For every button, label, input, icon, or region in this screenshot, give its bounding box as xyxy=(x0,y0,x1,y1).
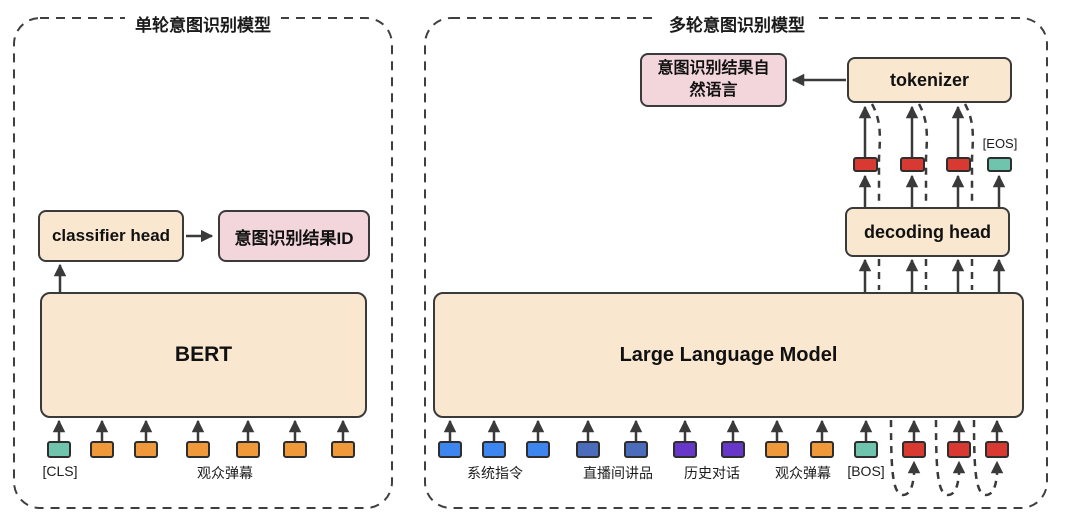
right-panel-title: 多轮意图识别模型 xyxy=(659,11,815,36)
intent-result-nl-line1: 意图识别结果自 xyxy=(657,60,770,78)
intent-result-id-box: 意图识别结果ID xyxy=(218,210,370,262)
token-blue xyxy=(438,441,462,458)
live-talk-label: 直播间讲品 xyxy=(583,465,653,481)
token-orange xyxy=(283,441,307,458)
system-prompt-label: 系统指令 xyxy=(467,465,523,481)
dashed-feedback-path xyxy=(963,103,975,205)
token-orange xyxy=(134,441,158,458)
llm-box: Large Language Model xyxy=(433,292,1024,418)
decoding-head-box: decoding head xyxy=(845,207,1010,257)
token-red xyxy=(852,157,878,172)
token-slate xyxy=(576,441,600,458)
history-dialog-label: 历史对话 xyxy=(684,465,740,481)
token-orange xyxy=(331,441,355,458)
eos-label: [EOS] xyxy=(982,136,1018,151)
token-orange xyxy=(810,441,834,458)
token-teal xyxy=(854,441,878,458)
token-blue xyxy=(526,441,550,458)
classifier-head-box: classifier head xyxy=(38,210,184,262)
dashed-feedback-path xyxy=(889,419,921,497)
cls-label: [CLS] xyxy=(42,463,78,479)
bos-label: [BOS] xyxy=(847,463,885,479)
token-red xyxy=(945,157,971,172)
token-purple xyxy=(721,441,745,458)
left-panel-border xyxy=(13,17,393,509)
token-teal xyxy=(47,441,71,458)
token-orange xyxy=(236,441,260,458)
token-orange xyxy=(90,441,114,458)
left-panel-title: 单轮意图识别模型 xyxy=(125,11,281,36)
token-red xyxy=(947,441,971,458)
intent-result-nl-box: 意图识别结果自 然语言 xyxy=(640,53,787,107)
token-red xyxy=(899,157,925,172)
token-red xyxy=(985,441,1009,458)
danmaku-right-label: 观众弹幕 xyxy=(775,465,831,481)
dashed-feedback-path xyxy=(934,419,966,497)
dashed-feedback-path xyxy=(972,419,1004,497)
tokenizer-box: tokenizer xyxy=(847,57,1012,103)
dashed-feedback-path xyxy=(870,103,882,205)
token-orange xyxy=(765,441,789,458)
token-slate xyxy=(624,441,648,458)
danmaku-left-label: 观众弹幕 xyxy=(197,465,253,481)
token-red xyxy=(902,441,926,458)
bert-box: BERT xyxy=(40,292,367,418)
token-blue xyxy=(482,441,506,458)
token-teal xyxy=(986,157,1012,172)
token-purple xyxy=(673,441,697,458)
dashed-feedback-path xyxy=(917,103,929,205)
token-orange xyxy=(186,441,210,458)
intent-result-nl-line2: 然语言 xyxy=(689,82,738,99)
